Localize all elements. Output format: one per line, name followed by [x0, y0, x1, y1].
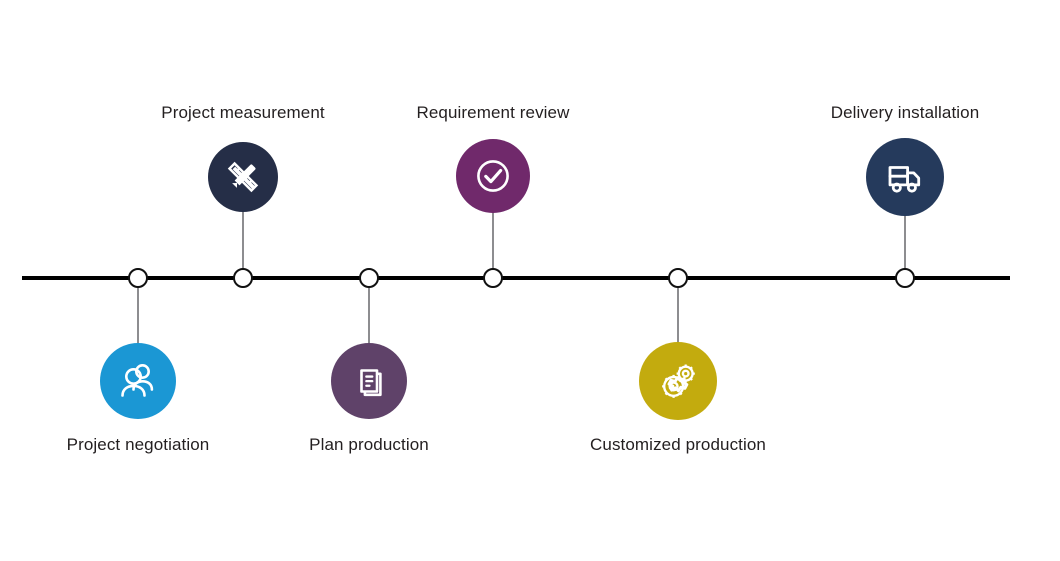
timeline-node-plan-production[interactable]: [359, 268, 379, 288]
timeline-node-delivery-installation[interactable]: [895, 268, 915, 288]
timeline-node-requirement-review[interactable]: [483, 268, 503, 288]
step-caption-delivery-installation: Delivery installation: [830, 103, 980, 122]
timeline-node-project-negotiation[interactable]: [128, 268, 148, 288]
timeline-node-project-measurement[interactable]: [233, 268, 253, 288]
truck-icon: [882, 154, 928, 200]
gears-icon: [655, 358, 701, 404]
icon-disc-requirement-review[interactable]: [456, 139, 530, 213]
timeline-rail: [22, 276, 1010, 280]
step-caption-project-negotiation: Project negotiation: [66, 435, 210, 454]
step-caption-customized-production: Customized production: [590, 435, 766, 454]
step-caption-project-measurement: Project measurement: [161, 103, 325, 122]
icon-disc-customized-production[interactable]: [639, 342, 717, 420]
connector-stem-plan-production: [368, 286, 370, 344]
icon-disc-delivery-installation[interactable]: [866, 138, 944, 216]
icon-disc-project-negotiation[interactable]: [100, 343, 176, 419]
connector-stem-delivery-installation: [904, 211, 906, 271]
step-caption-requirement-review: Requirement review: [416, 103, 570, 122]
connector-stem-project-measurement: [242, 211, 244, 271]
ruler-pencil-icon: [222, 156, 264, 198]
step-caption-plan-production: Plan production: [309, 435, 429, 454]
timeline-node-customized-production[interactable]: [668, 268, 688, 288]
connector-stem-customized-production: [677, 286, 679, 343]
icon-disc-project-measurement[interactable]: [208, 142, 278, 212]
people-group-icon: [116, 359, 160, 403]
connector-stem-requirement-review: [492, 211, 494, 271]
check-circle-icon: [470, 153, 516, 199]
connector-stem-project-negotiation: [137, 286, 139, 344]
documents-icon: [348, 360, 390, 402]
icon-disc-plan-production[interactable]: [331, 343, 407, 419]
